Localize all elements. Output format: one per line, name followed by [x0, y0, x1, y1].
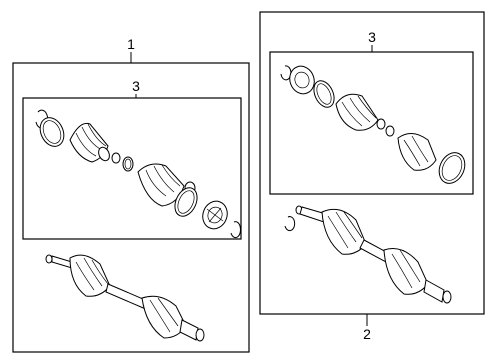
small-clamp-part	[111, 152, 121, 164]
right-axle-assembly-group: 2 3	[259, 11, 485, 342]
clamp-ring-part	[39, 117, 65, 147]
small-clamp-part-3	[376, 118, 386, 130]
callout-right-assembly: 2	[363, 326, 371, 342]
left-boot-kit-frame	[22, 97, 242, 240]
left-boot-kit-parts	[35, 109, 241, 239]
left-axle-assembly-group: 1 3	[12, 36, 250, 353]
callout-left-boot-kit: 3	[132, 78, 140, 94]
callout-right-boot-kit: 3	[368, 29, 376, 45]
left-assembly-frame	[12, 62, 250, 353]
right-assembly-frame	[259, 11, 485, 315]
clamp-ring-part-2	[438, 152, 466, 184]
right-boot-kit-frame	[269, 51, 474, 195]
joint-spider-part-2	[289, 65, 315, 95]
right-boot-kit-parts	[280, 65, 466, 184]
large-clamp-ring-part	[174, 187, 198, 217]
inner-boot-part-2	[397, 133, 437, 171]
left-half-shaft-part	[45, 254, 205, 342]
right-half-shaft-part	[284, 205, 452, 304]
small-clamp-part-4	[385, 125, 395, 137]
inner-boot-part	[69, 122, 110, 163]
callout-left-assembly: 1	[127, 36, 135, 52]
outer-boot-part-2	[335, 93, 379, 131]
large-clamp-ring-part-2	[313, 80, 335, 108]
joint-spider-part	[202, 200, 228, 230]
snap-ring-part-2	[230, 221, 241, 239]
